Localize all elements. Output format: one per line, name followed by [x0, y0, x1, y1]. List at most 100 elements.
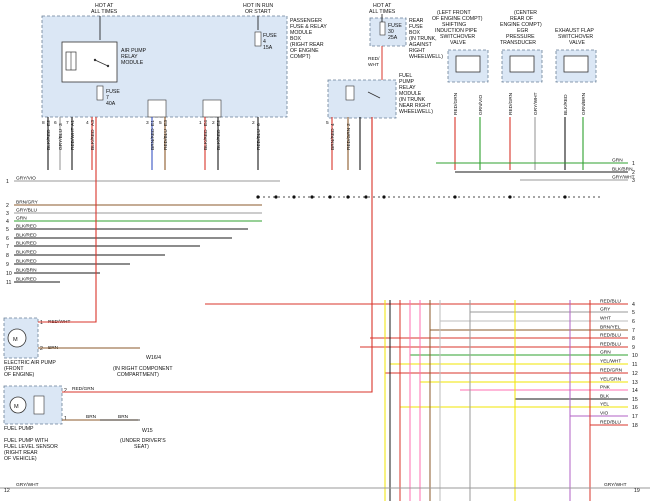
svg-text:VALVE: VALVE — [569, 40, 585, 46]
svg-text:OR START: OR START — [245, 9, 272, 15]
wire-label: YEL — [600, 402, 609, 408]
svg-text:FUSE: FUSE — [388, 23, 402, 29]
connector-wire-label: BRN/RED — [330, 128, 336, 150]
wire-label: GRN — [612, 158, 623, 164]
wire-number: 11 — [6, 280, 11, 286]
pin-number: 2 — [212, 120, 215, 126]
svg-text:PUMP: PUMP — [399, 79, 415, 85]
connector-pin: E3 — [163, 120, 169, 126]
svg-text:COMPT): COMPT) — [290, 54, 311, 60]
connector-pin: E1 — [150, 120, 156, 126]
splice-dot — [364, 195, 368, 199]
wire-label: VIO — [600, 411, 609, 417]
connector-wire-label: RED/BLU — [163, 129, 169, 150]
pin-number: 4 — [86, 120, 89, 126]
svg-text:(FRONT: (FRONT — [4, 366, 24, 372]
wire-number: 9 — [6, 262, 9, 268]
exhaust-flap-valve: EXHAUST FLAP SWITCHOVER VALVE — [555, 28, 597, 83]
pin-number: 7 — [66, 120, 69, 126]
svg-text:BRN: BRN — [118, 414, 129, 420]
svg-text:(UNDER DRIVER'S: (UNDER DRIVER'S — [120, 438, 166, 444]
splice-dot — [274, 195, 278, 199]
valve-pin-wire: GRN/VIO — [478, 94, 484, 115]
svg-text:WHT: WHT — [368, 62, 379, 68]
svg-text:7: 7 — [106, 95, 109, 101]
rear-fuse-box: HOT AT ALL TIMES FUSE 30 25A REAR FUSE B… — [368, 3, 443, 80]
fuse-4: FUSE 4 15A — [254, 31, 277, 51]
connector-wire-label: RED/GRN — [346, 127, 352, 150]
svg-text:MODULE: MODULE — [121, 60, 144, 66]
svg-text:(RIGHT REAR: (RIGHT REAR — [290, 42, 324, 48]
pin-number: 6 — [54, 120, 57, 126]
pin-number: 2 — [252, 120, 255, 126]
splice-dot — [382, 195, 386, 199]
egr-pressure-transducer: (CENTER REAR OF ENGINE COMPT) EGR PRESSU… — [500, 10, 543, 83]
wire-number: 5 — [632, 310, 635, 316]
connector-pin: E4 — [203, 120, 209, 126]
wire-number: 19 — [634, 488, 640, 494]
svg-text:COMPARTMENT): COMPARTMENT) — [117, 372, 159, 378]
svg-text:PRESSURE: PRESSURE — [506, 34, 535, 40]
wire-label: GRY/WHT — [612, 175, 635, 181]
wire-number: 7 — [6, 244, 9, 250]
pin-number: 3 — [146, 120, 149, 126]
wire-number: 17 — [632, 414, 638, 420]
connector-pin: A3 — [90, 120, 96, 126]
svg-text:RELAY: RELAY — [399, 85, 416, 91]
wire-number: 10 — [6, 271, 12, 277]
svg-text:4: 4 — [263, 39, 266, 45]
wire-label: BRN/YEL — [600, 325, 621, 331]
air-pump-feed-wire — [38, 117, 97, 323]
wire-label: BRN/GRY — [16, 200, 39, 206]
svg-text:REAR: REAR — [409, 18, 424, 24]
motor-icon — [9, 396, 27, 414]
svg-text:FUEL LEVEL SENSOR: FUEL LEVEL SENSOR — [4, 444, 58, 450]
splice-dot — [328, 195, 332, 199]
svg-text:40A: 40A — [106, 101, 116, 107]
svg-text:ELECTRIC AIR PUMP: ELECTRIC AIR PUMP — [4, 360, 56, 366]
wire-label: YEL/WHT — [600, 359, 621, 365]
connector-pin: 3 — [58, 123, 64, 126]
wire-label: BLK/RED — [16, 250, 37, 256]
svg-text:FUSE: FUSE — [106, 89, 120, 95]
svg-text:WHEELWELL): WHEELWELL) — [409, 54, 443, 60]
shifting-induction-pipe-valve: (LEFT FRONT OF ENGINE COMPT) SHIFTING IN… — [432, 10, 489, 83]
wire-label: GRN — [600, 350, 611, 356]
splice-dot — [256, 195, 260, 199]
wire-number: 5 — [6, 227, 9, 233]
rear-hot-at-all-times-label: HOT AT ALL TIMES — [369, 3, 396, 15]
svg-text:1: 1 — [40, 320, 43, 326]
wire-layer — [0, 117, 650, 501]
connector-wire-label: BLK/RED — [216, 129, 222, 150]
svg-text:(RIGHT REAR: (RIGHT REAR — [4, 450, 38, 456]
svg-text:FUEL PUMP: FUEL PUMP — [4, 426, 34, 432]
svg-text:TRANSDUCER: TRANSDUCER — [500, 40, 536, 46]
wire-label: BLK/RED — [16, 277, 37, 283]
splice-dot — [563, 195, 567, 199]
wire-label: BLK — [600, 394, 610, 400]
wire-number: 13 — [632, 380, 638, 386]
connector-wire-label: BRN/RED — [150, 128, 156, 150]
connector-wire-label: RED/BLU — [256, 129, 262, 150]
wire-number: 15 — [632, 397, 638, 403]
connector-block — [202, 99, 222, 118]
wire-number: 18 — [632, 423, 638, 429]
svg-text:PASSENGER: PASSENGER — [290, 18, 322, 24]
svg-text:BOX: BOX — [409, 30, 420, 36]
svg-text:OF ENGINE): OF ENGINE) — [4, 372, 35, 378]
wire-number: 2 — [6, 203, 9, 209]
splice-dot — [453, 195, 457, 199]
hot-in-run-label: HOT IN RUN OR START — [243, 3, 273, 15]
svg-text:BOX: BOX — [290, 36, 301, 42]
wire-number: 4 — [6, 219, 9, 225]
splice-dot — [508, 195, 512, 199]
passenger-fuse-relay-box: PASSENGER FUSE & RELAY MODULE BOX (RIGHT… — [41, 3, 327, 118]
svg-text:OF ENGINE: OF ENGINE — [290, 48, 319, 54]
wire-label: RED/BLU — [600, 333, 621, 339]
svg-text:(IN TRUNK: (IN TRUNK — [399, 97, 426, 103]
splice-dot — [292, 195, 296, 199]
fuse-7: FUSE 7 40A — [96, 85, 120, 107]
pin-number: 1 — [199, 120, 202, 126]
svg-text:SHIFTING: SHIFTING — [442, 22, 466, 28]
